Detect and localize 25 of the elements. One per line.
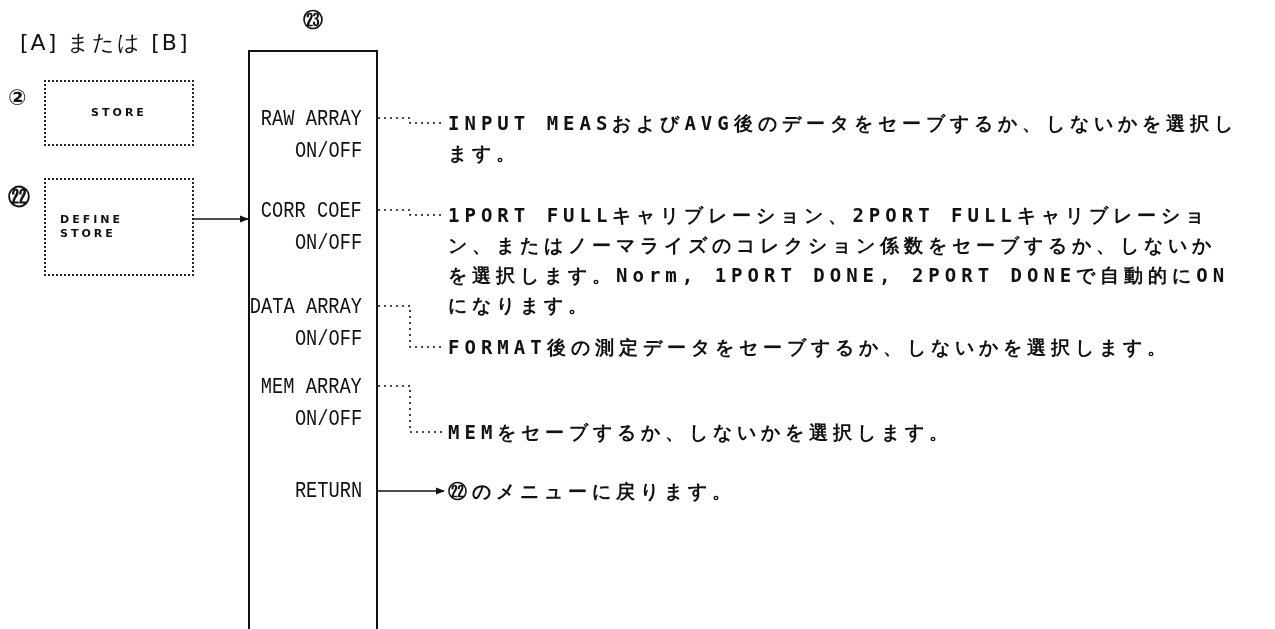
arrow (377, 487, 445, 495)
softkey-text: ON/OFF (294, 138, 362, 166)
softkey-box (44, 80, 194, 146)
description-text: INPUT MEASおよびAVG後のデータをセーブするか、しないかを選択します。 (448, 108, 1238, 168)
description-text: MEMをセーブするか、しないかを選択します。 (448, 417, 1238, 447)
description-text: FORMAT後の測定データをセーブするか、しないかを選択します。 (448, 332, 1238, 362)
softkey-text: CORR COEF (261, 198, 362, 226)
softkey-box (44, 178, 194, 276)
softkey-text: ON/OFF (294, 326, 362, 354)
softkey-text: MEM ARRAY (261, 374, 362, 402)
menu-number: ㉓ (303, 8, 323, 32)
softkey-text: ON/OFF (294, 406, 362, 434)
step-number: ② (8, 86, 27, 110)
arrow (193, 215, 249, 223)
leader-line (377, 385, 445, 433)
softkey-text: RETURN (294, 478, 362, 506)
description-text: ㉒のメニューに戻ります。 (448, 476, 1238, 506)
softkey-text: DEFINE STORE (60, 213, 124, 241)
softkey-text: ON/OFF (294, 230, 362, 258)
softkey-text: RAW ARRAY (261, 106, 362, 134)
softkey-text: STORE (91, 106, 147, 120)
step-number: ㉒ (8, 186, 30, 210)
description-text: 1PORT FULLキャリブレーション、2PORT FULLキャリブレーション、またはノーマライズのコレクション係数をセーブするか、しないかを選択します。Norm, 1PORT DONE, 2PORT DONEで自動的にONになります。 (448, 200, 1238, 320)
softkey-text: DATA ARRAY (249, 294, 362, 322)
key-caption: [A] または [B] (20, 29, 190, 57)
